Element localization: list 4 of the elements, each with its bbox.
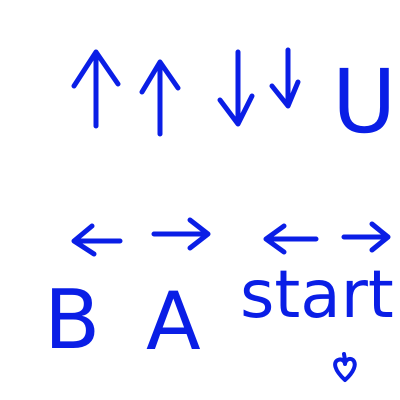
handwritten-text: U bbox=[332, 58, 396, 146]
handwritten-text: start bbox=[240, 262, 394, 328]
handwritten-text: B bbox=[44, 280, 100, 362]
handwritten-text: A bbox=[146, 282, 201, 362]
